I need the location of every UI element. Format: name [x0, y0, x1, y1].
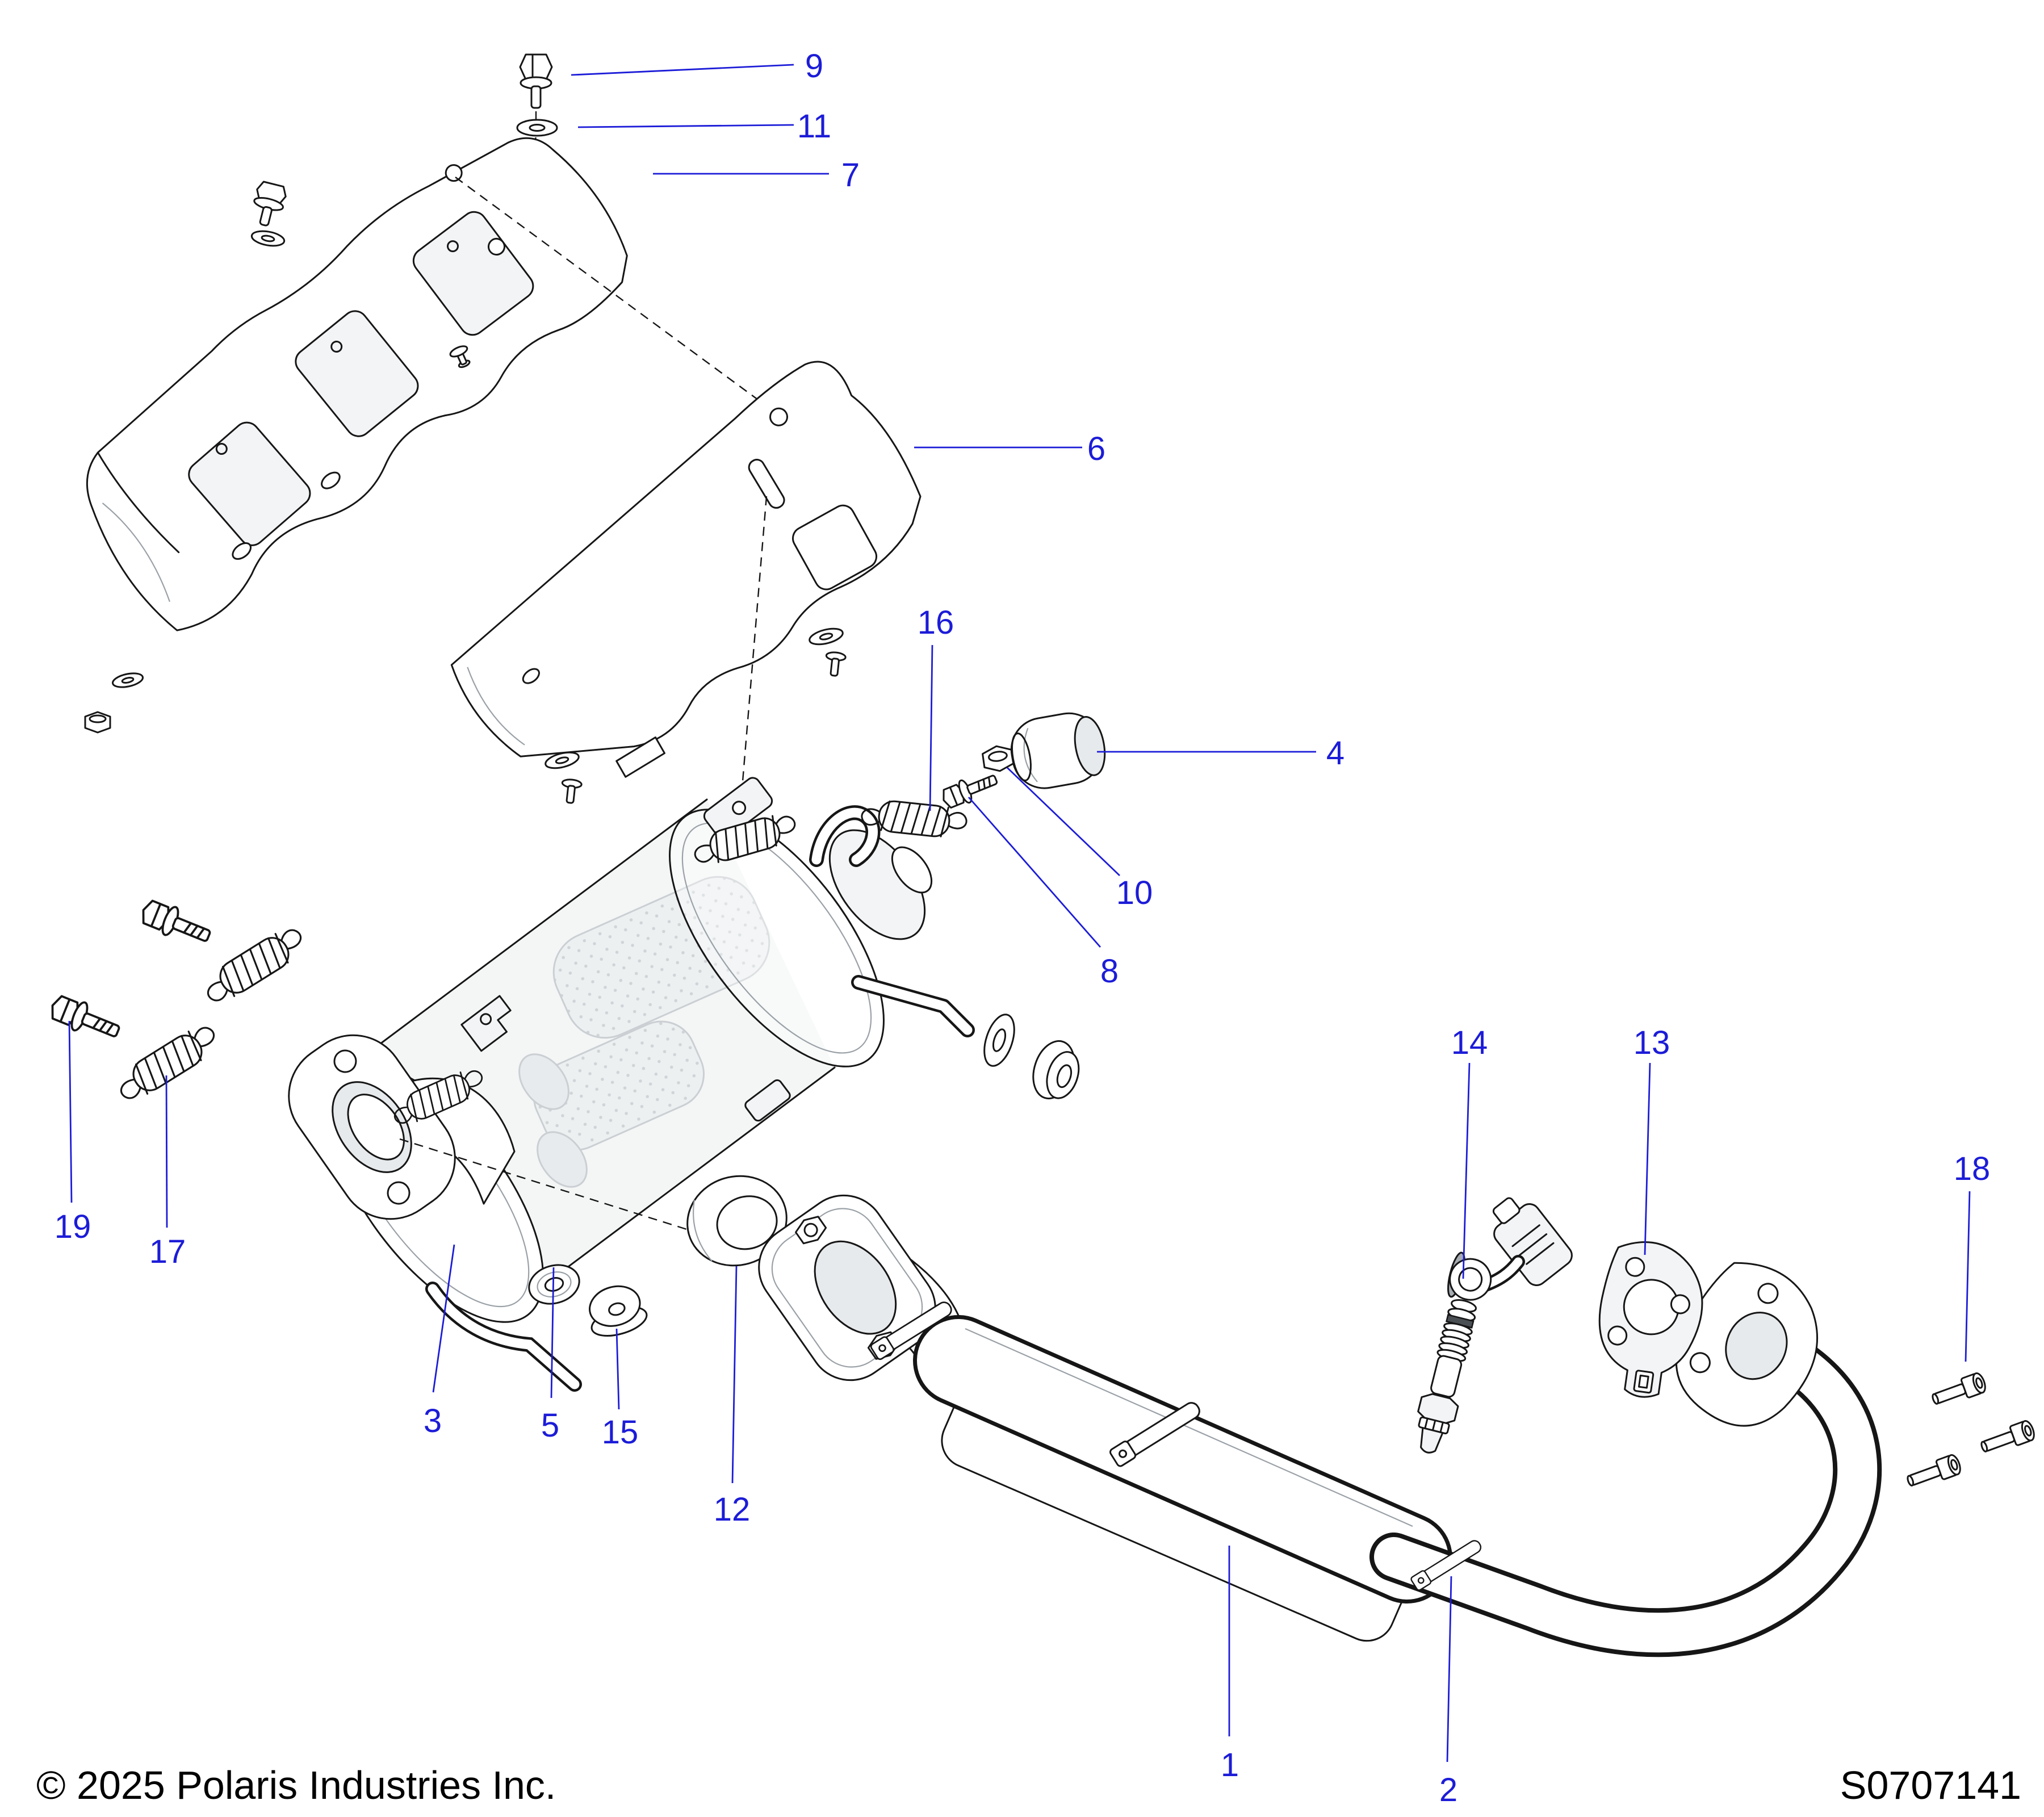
callouts: 1 2 3 4 5 6 7 8 9 10 11 12 13 14 15 16 1… [55, 48, 1991, 1808]
callout-17: 17 [149, 1233, 186, 1270]
assembly-axis-shields [455, 177, 776, 413]
callout-4: 4 [1326, 735, 1344, 772]
mount-spring-17a [198, 922, 311, 1009]
mount-washer-5 [528, 1264, 580, 1305]
flange-nut-10 [982, 745, 1015, 772]
shield-washer-small [250, 230, 286, 247]
callout-9: 9 [805, 48, 823, 85]
socket-bolt-18b [1978, 1418, 2037, 1458]
shield6-bolt-a [561, 778, 583, 804]
callout-18: 18 [1954, 1150, 1991, 1187]
callout-6: 6 [1087, 430, 1105, 467]
muffler-heat-shield [450, 361, 922, 778]
callout-13: 13 [1633, 1024, 1670, 1061]
callout-2: 2 [1439, 1772, 1457, 1808]
callout-14: 14 [1451, 1024, 1488, 1061]
leader-lines [68, 64, 1971, 1762]
callout-16: 16 [918, 604, 954, 641]
hanger-bolt-19b [45, 990, 124, 1047]
head-pipe-rear-flange [1675, 1262, 1818, 1427]
callout-1: 1 [1221, 1747, 1239, 1783]
mount-spring-17b [111, 1019, 224, 1107]
heat-shield-bolt-9 [519, 53, 553, 109]
hanger-bolt-19a [136, 895, 215, 952]
hanger-grommet-right [1032, 1040, 1080, 1100]
socket-bolt-18c [1904, 1452, 1963, 1492]
flange-bolt-8 [938, 767, 1002, 813]
oxygen-sensor-connector [1492, 1197, 1573, 1286]
callout-5: 5 [541, 1407, 559, 1444]
shield-stud [449, 345, 471, 369]
oxygen-sensor [1417, 1197, 1573, 1454]
shield6-washer-b [809, 627, 844, 646]
muffler-assembly [288, 777, 975, 1392]
exhaust-tip-4 [1010, 712, 1106, 789]
muffler-side-tab [744, 1079, 791, 1122]
upper-heat-shield [86, 137, 628, 631]
shield-washer-left [111, 672, 144, 688]
mount-grommet-15 [589, 1285, 648, 1337]
callout-10: 10 [1116, 874, 1153, 911]
callout-3: 3 [424, 1402, 442, 1439]
head-pipe-assembly [758, 1194, 1882, 1657]
muffler-hanger-loop [809, 805, 881, 867]
shield6-bolt-b [825, 651, 847, 677]
part-number: S0707141 [1840, 1763, 2021, 1807]
shield-bolt-small [253, 181, 287, 227]
exhaust-seal-12 [686, 1175, 788, 1267]
muffler-mid-bracket [460, 995, 512, 1052]
callout-7: 7 [841, 157, 860, 194]
heat-shield-washer-11 [516, 119, 558, 137]
muffler-hanger-rod-right [851, 975, 975, 1037]
socket-bolt-18a [1929, 1371, 1988, 1410]
callout-15: 15 [602, 1414, 639, 1451]
copyright-text: © 2025 Polaris Industries Inc. [36, 1763, 556, 1807]
shield6-washer-a [544, 751, 580, 769]
callout-11: 11 [797, 108, 831, 145]
callout-8: 8 [1100, 953, 1119, 990]
callout-19: 19 [55, 1208, 91, 1245]
assembly-axis-shield6 [739, 496, 768, 809]
hanger-washer-right [983, 1014, 1015, 1067]
callout-12: 12 [714, 1491, 751, 1528]
exhaust-gasket [1598, 1241, 1703, 1398]
shield-nut-left [84, 711, 111, 734]
muffler-hanger-rod-bottom [425, 1282, 582, 1392]
muffler-inlet-flange [288, 1034, 456, 1220]
